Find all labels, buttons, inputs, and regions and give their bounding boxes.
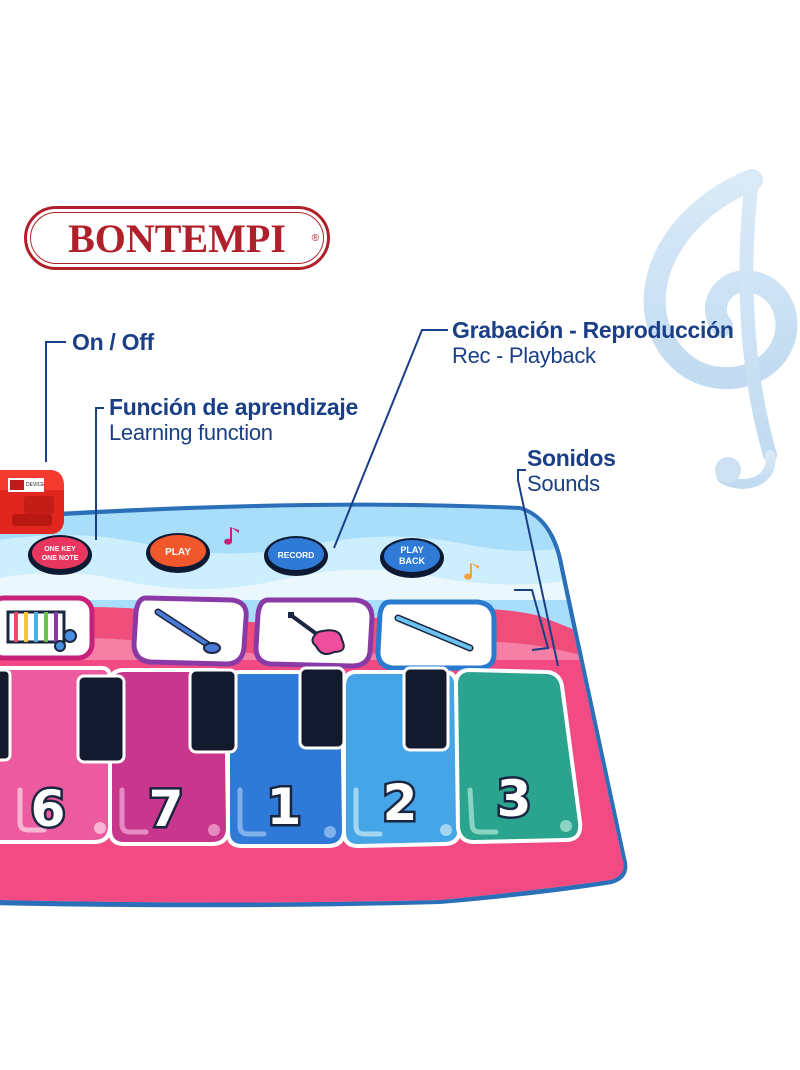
key-number: 1 bbox=[267, 778, 302, 836]
registered-mark: ® bbox=[311, 233, 319, 244]
callout-title: Grabación - Reproducción bbox=[452, 317, 734, 343]
key-number: 2 bbox=[383, 774, 418, 832]
music-note-icon bbox=[224, 527, 239, 545]
button-label: RECORD bbox=[278, 550, 315, 560]
svg-text:DEVICE: DEVICE bbox=[26, 482, 45, 488]
callout-title: On / Off bbox=[72, 329, 154, 355]
button-label: PLAY bbox=[400, 545, 423, 555]
clarinet-icon bbox=[154, 608, 221, 654]
callout-on-off: On / Off bbox=[72, 331, 154, 354]
instrument-tile-xylophone[interactable] bbox=[0, 595, 95, 661]
callout-learning-function: Función de aprendizaje Learning function bbox=[109, 396, 358, 444]
button-label: ONE KEY bbox=[44, 546, 76, 553]
piano-keys: 6 7 1 2 bbox=[0, 666, 583, 849]
bontempi-logo: BONTEMPI ® bbox=[24, 206, 330, 270]
treble-clef-icon bbox=[643, 169, 798, 489]
callout-subtitle: Sounds bbox=[527, 471, 600, 496]
button-label: BACK bbox=[399, 556, 425, 566]
black-key[interactable] bbox=[188, 668, 238, 754]
button-label: ONE NOTE bbox=[42, 555, 79, 562]
black-key[interactable] bbox=[0, 668, 12, 762]
xylophone-icon bbox=[6, 610, 77, 652]
black-key[interactable] bbox=[76, 674, 126, 764]
callout-subtitle: Rec - Playback bbox=[452, 343, 596, 368]
callout-record-playback: Grabación - Reproducción Rec - Playback bbox=[452, 319, 734, 367]
key-number: 7 bbox=[149, 780, 184, 838]
logo-text: BONTEMPI bbox=[68, 215, 286, 261]
logo-border bbox=[30, 212, 324, 264]
key-number: 3 bbox=[497, 770, 532, 828]
music-note-icon bbox=[464, 563, 479, 580]
play-button[interactable]: PLAY bbox=[146, 533, 210, 573]
playback-button[interactable]: PLAY BACK bbox=[380, 538, 444, 578]
callout-sounds: Sonidos Sounds bbox=[527, 447, 616, 495]
instrument-tile-flute[interactable] bbox=[375, 599, 497, 671]
black-key[interactable] bbox=[298, 666, 346, 750]
black-key[interactable] bbox=[402, 666, 450, 752]
instrument-tile-guitar[interactable] bbox=[253, 597, 375, 669]
piano-key-3[interactable]: 3 bbox=[453, 667, 583, 845]
instrument-tile-clarinet[interactable] bbox=[131, 595, 249, 667]
instrument-tiles bbox=[0, 595, 497, 671]
mat-buttons: ONE KEY ONE NOTE PLAY RECORD PLAY BACK bbox=[28, 533, 444, 578]
one-key-one-note-button[interactable]: ONE KEY ONE NOTE bbox=[28, 535, 92, 575]
on-off-control-unit[interactable]: DEVICE bbox=[0, 470, 64, 534]
key-number: 6 bbox=[31, 780, 66, 838]
record-button[interactable]: RECORD bbox=[264, 536, 328, 576]
callout-title: Sonidos bbox=[527, 445, 616, 471]
callout-subtitle: Learning function bbox=[109, 420, 273, 445]
electric-guitar-icon bbox=[288, 612, 345, 655]
callout-leader-lines bbox=[45, 329, 559, 667]
callout-title: Función de aprendizaje bbox=[109, 394, 358, 420]
flute-icon bbox=[394, 614, 474, 652]
button-label: PLAY bbox=[165, 547, 191, 558]
